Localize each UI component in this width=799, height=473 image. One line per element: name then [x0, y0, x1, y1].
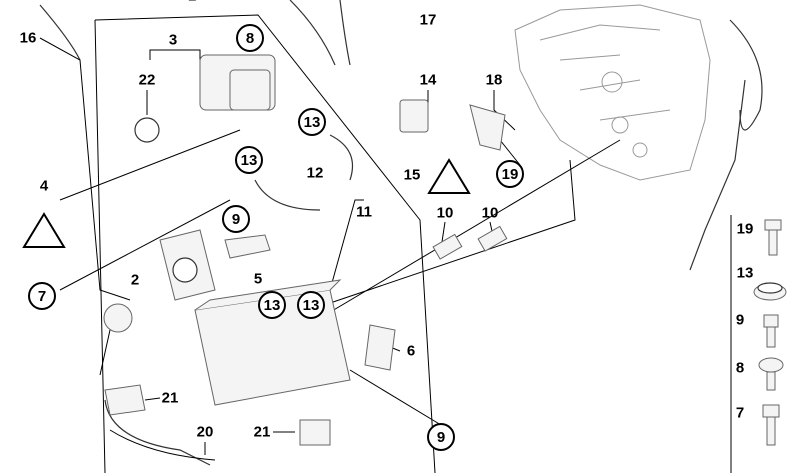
callout-7: 7 — [28, 282, 56, 310]
o-ring — [134, 117, 160, 143]
bracket-5 — [224, 234, 271, 259]
pipe-20 — [109, 429, 216, 461]
legend-label-9: 9 — [735, 311, 745, 329]
legend-screw-9 — [763, 314, 779, 348]
callout-10: 10 — [481, 204, 499, 222]
engine-block — [514, 4, 711, 181]
callout-9: 9 — [222, 205, 250, 233]
callout-15: 15 — [403, 166, 421, 184]
callout-2: 2 — [130, 271, 140, 289]
callout-12: 12 — [306, 164, 324, 182]
hoses — [39, 0, 763, 466]
callout-17: 17 — [419, 11, 437, 29]
callout-14: 14 — [419, 71, 437, 89]
callout-4: 4 — [39, 177, 49, 195]
callout-13: 13 — [258, 291, 286, 319]
callout-16: 16 — [19, 29, 37, 47]
callout-11: 11 — [356, 203, 372, 221]
callout-21: 21 — [161, 389, 179, 407]
legend-label-13: 13 — [736, 264, 754, 282]
gasket-21a — [104, 384, 146, 416]
sensor-14 — [399, 99, 429, 133]
callout-13: 13 — [297, 291, 325, 319]
legend-label-19: 19 — [736, 220, 754, 238]
callout-13: 13 — [298, 108, 326, 136]
callout-13: 13 — [235, 146, 263, 174]
callout-6: 6 — [406, 342, 416, 360]
callout-8: 8 — [236, 24, 264, 52]
callout-9: 9 — [427, 423, 455, 451]
flange — [159, 229, 216, 301]
actuator — [99, 303, 133, 376]
legend-label-8: 8 — [735, 359, 745, 377]
warning-triangle-15 — [427, 158, 471, 194]
bracket-18 — [469, 104, 506, 151]
callout-21: 21 — [253, 423, 271, 441]
callout-18: 18 — [485, 71, 503, 89]
callout-5: 5 — [253, 270, 263, 288]
egr-valve — [199, 54, 276, 111]
legend-label-7: 7 — [735, 404, 745, 422]
legend-bolt-7 — [762, 404, 780, 446]
warning-triangle-4 — [22, 212, 66, 248]
callout-10: 10 — [436, 204, 454, 222]
callout-22: 22 — [138, 71, 156, 89]
gasket-6 — [364, 324, 396, 371]
gasket-21b — [299, 419, 331, 446]
sleeve-10a — [432, 233, 463, 260]
legend-screw-8 — [758, 357, 784, 391]
callout-3: 3 — [168, 31, 178, 49]
legend-clamp-13 — [753, 282, 787, 301]
sleeve-10b — [477, 225, 508, 252]
callout-1: 1 — [188, 0, 196, 5]
callout-20: 20 — [196, 423, 214, 441]
legend-bolt-19 — [764, 219, 782, 256]
callout-19: 19 — [496, 160, 524, 188]
